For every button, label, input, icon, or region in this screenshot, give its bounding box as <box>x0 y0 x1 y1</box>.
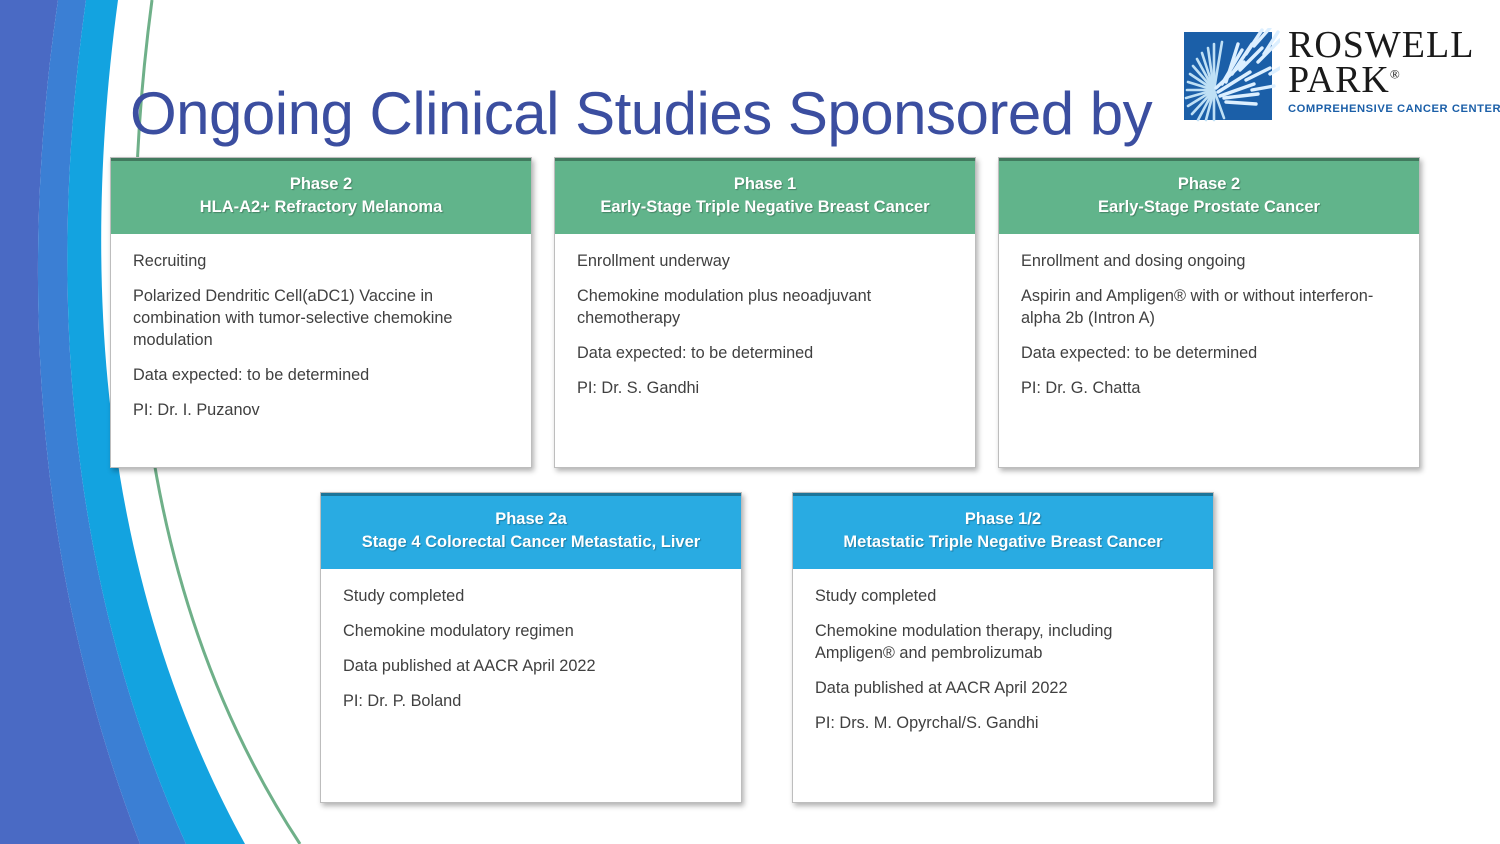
card-body: Study completed Chemokine modulatory reg… <box>321 569 741 722</box>
card-condition: Stage 4 Colorectal Cancer Metastatic, Li… <box>361 533 701 552</box>
card-body: Study completed Chemokine modulation the… <box>793 569 1213 744</box>
logo-wordmark-line1: ROSWELL <box>1288 24 1475 66</box>
card-condition: HLA-A2+ Refractory Melanoma <box>199 198 443 217</box>
card-phase: Phase 2a <box>495 510 567 528</box>
card-data-published: Data published at AACR April 2022 <box>343 656 596 675</box>
logo-wordmark: ROSWELL PARK® COMPREHENSIVE CANCER CENTE… <box>1288 24 1500 115</box>
page-title: Ongoing Clinical Studies Sponsored by <box>130 80 1153 148</box>
logo-wordmark-park: PARK <box>1288 58 1390 101</box>
study-card-metastatic-tnbc: Phase 1/2 Metastatic Triple Negative Bre… <box>792 492 1214 803</box>
card-principal-investigator: PI: Dr. I. Puzanov <box>133 400 260 419</box>
roswell-park-logo: ROSWELL PARK® COMPREHENSIVE CANCER CENTE… <box>1184 24 1500 140</box>
card-phase: Phase 2 <box>289 175 353 193</box>
card-phase: Phase 2 <box>1177 175 1241 193</box>
study-card-colorectal: Phase 2a Stage 4 Colorectal Cancer Metas… <box>320 492 742 803</box>
card-principal-investigator: PI: Drs. M. Opyrchal/S. Gandhi <box>815 713 1039 732</box>
card-status: Study completed <box>815 586 937 605</box>
card-data-expected: Data expected: to be determined <box>133 365 370 384</box>
card-data-expected: Data expected: to be determined <box>1021 343 1258 362</box>
study-card-prostate: Phase 2 Early-Stage Prostate Cancer Enro… <box>998 157 1420 468</box>
card-description: Polarized Dendritic Cell(aDC1) Vaccine i… <box>133 286 453 349</box>
card-header: Phase 1/2 Metastatic Triple Negative Bre… <box>793 493 1213 569</box>
card-condition: Early-Stage Triple Negative Breast Cance… <box>600 198 930 217</box>
card-header: Phase 2 Early-Stage Prostate Cancer <box>999 158 1419 234</box>
card-description: Chemokine modulation therapy, including … <box>815 621 1113 662</box>
card-principal-investigator: PI: Dr. P. Boland <box>343 691 462 710</box>
card-principal-investigator: PI: Dr. G. Chatta <box>1021 378 1141 397</box>
card-description: Aspirin and Ampligen® with or without in… <box>1021 286 1374 327</box>
registered-trademark-icon: ® <box>1389 66 1400 82</box>
card-header: Phase 1 Early-Stage Triple Negative Brea… <box>555 158 975 234</box>
card-phase: Phase 1/2 <box>964 510 1042 528</box>
card-status: Recruiting <box>133 251 207 270</box>
card-body: Enrollment and dosing ongoing Aspirin an… <box>999 234 1419 409</box>
logo-tagline: COMPREHENSIVE CANCER CENTER <box>1288 102 1500 115</box>
roswell-park-starburst-icon <box>1184 28 1280 122</box>
card-principal-investigator: PI: Dr. S. Gandhi <box>577 378 700 397</box>
card-data-published: Data published at AACR April 2022 <box>815 678 1068 697</box>
card-condition: Metastatic Triple Negative Breast Cancer <box>843 533 1163 552</box>
card-status: Study completed <box>343 586 465 605</box>
card-condition: Early-Stage Prostate Cancer <box>1098 198 1320 217</box>
logo-wordmark-line2: PARK® <box>1288 61 1480 99</box>
card-status: Enrollment and dosing ongoing <box>1021 251 1246 270</box>
card-data-expected: Data expected: to be determined <box>577 343 814 362</box>
card-description: Chemokine modulation plus neoadjuvant ch… <box>577 286 872 327</box>
card-header: Phase 2a Stage 4 Colorectal Cancer Metas… <box>321 493 741 569</box>
card-status: Enrollment underway <box>577 251 730 270</box>
card-phase: Phase 1 <box>733 175 797 193</box>
study-card-early-tnbc: Phase 1 Early-Stage Triple Negative Brea… <box>554 157 976 468</box>
study-card-melanoma: Phase 2 HLA-A2+ Refractory Melanoma Recr… <box>110 157 532 468</box>
card-description: Chemokine modulatory regimen <box>343 621 574 640</box>
card-body: Recruiting Polarized Dendritic Cell(aDC1… <box>111 234 531 431</box>
card-body: Enrollment underway Chemokine modulation… <box>555 234 975 409</box>
card-header: Phase 2 HLA-A2+ Refractory Melanoma <box>111 158 531 234</box>
